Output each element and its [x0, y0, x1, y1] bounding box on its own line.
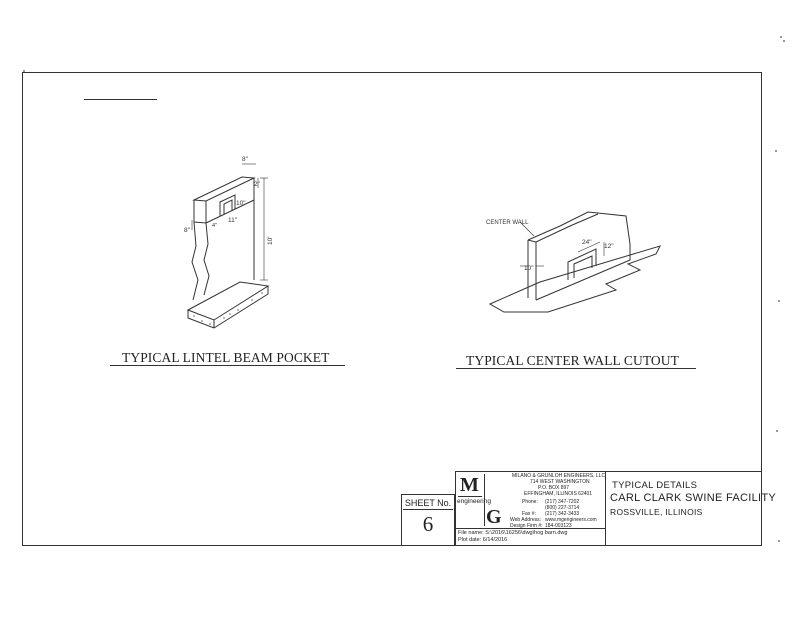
design-firm-label: Design Firm #: [510, 523, 543, 529]
phone-number: (217) 347-7202 [545, 499, 580, 505]
lintel-dim-pocket-w: 10" [236, 200, 246, 207]
title-block-divider [605, 471, 606, 546]
center-dim-wall: 10" [524, 265, 534, 272]
lintel-dim-top2: 2" [254, 181, 261, 188]
lintel-dim-pocket-d: 11" [228, 217, 238, 224]
sheet-border [22, 72, 762, 546]
logo-letter-g: G [486, 506, 502, 528]
title-block [455, 471, 762, 546]
firm-address-1: 714 WEST WASHINGTON [530, 479, 590, 485]
lintel-dim-small: 4" [212, 223, 217, 229]
center-wall-cutout-drawing: CENTER WALL 24" 12" 10" [486, 211, 661, 313]
web-address: www.mgengineers.com [545, 517, 597, 523]
design-firm-number: 184-003123 [545, 523, 572, 529]
project-title: TYPICAL DETAILS [612, 480, 698, 491]
center-wall-label: CENTER WALL [486, 220, 529, 226]
logo-vertical-rule [484, 474, 485, 526]
project-location: ROSSVILLE, ILLINOIS [610, 507, 703, 517]
sheet-number: 6 [422, 512, 434, 536]
center-dim-width: 24" [582, 239, 592, 246]
plot-date: Plot date: 6/14/2016 [458, 537, 508, 543]
center-dim-depth: 12" [604, 243, 614, 250]
lintel-caption: TYPICAL LINTEL BEAM POCKET [122, 350, 330, 365]
firm-address-2: P.O. BOX 897 [538, 485, 570, 491]
phone-number-2: (800) 227-3714 [545, 505, 580, 511]
lintel-beam-pocket-drawing: 8" 2" 10" 11" 8" 4" 10' [184, 156, 274, 329]
sheet-number-box [401, 494, 455, 546]
file-name: File name: S:\2016\16256\dwg\hog barn.dw… [458, 530, 568, 536]
sheet-label: SHEET No. [404, 498, 452, 508]
fax-label: Fax #: [522, 511, 536, 517]
logo-wordmark: engineering [457, 498, 491, 505]
web-label: Web Address: [510, 517, 542, 523]
fax-number: (217) 342-3433 [545, 511, 580, 517]
firm-name: MILANO & GRUNLOH ENGINEERS, LLC [512, 473, 606, 479]
firm-logo: M engineering G [456, 472, 508, 528]
lintel-dim-side: 8" [184, 227, 191, 234]
center-wall-caption: TYPICAL CENTER WALL CUTOUT [466, 353, 679, 368]
phone-label: Phone: [522, 499, 538, 505]
sheet-divider [403, 509, 453, 510]
file-info-divider [455, 528, 605, 529]
firm-address-3: EFFINGHAM, ILLINOIS 62401 [524, 491, 593, 497]
title-underline-stub [84, 99, 157, 100]
logo-rule [458, 496, 482, 497]
project-name: CARL CLARK SWINE FACILITY [610, 492, 777, 504]
lintel-caption-underline [110, 365, 345, 366]
logo-letter-m: M [460, 474, 479, 496]
lintel-dim-height: 10' [267, 237, 274, 245]
center-wall-caption-underline [456, 368, 696, 369]
lintel-dim-top: 8" [242, 156, 249, 163]
